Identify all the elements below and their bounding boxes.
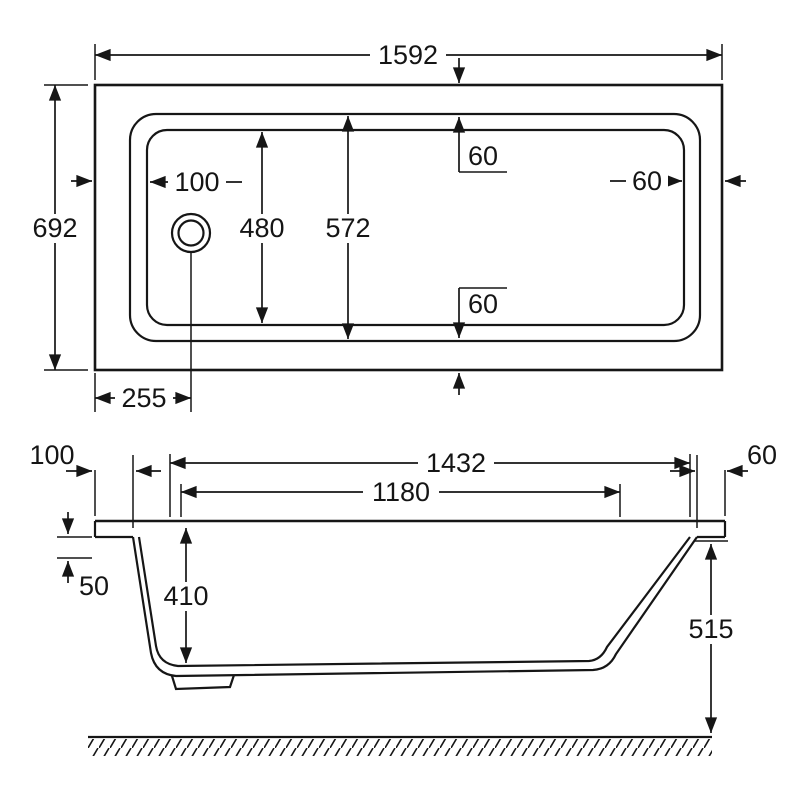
label-background (115, 384, 173, 412)
dim-drain-offset-inner: 100 (149, 167, 242, 197)
label-background (370, 40, 446, 70)
label-background (158, 582, 214, 611)
dim-gap-right: 60 (610, 166, 746, 196)
dim-drain-offset-left: 255 (94, 373, 192, 413)
dim-label-basin-inner-width: 480 (239, 213, 284, 243)
dim-gap-top: 60 (452, 58, 507, 173)
tub-outer-profile (131, 536, 698, 678)
dim-rim-length: 1432 (169, 448, 691, 517)
dim-label-gap-top: 60 (468, 141, 498, 171)
ground-hatching (88, 739, 712, 756)
dim-gap-bottom: 60 (452, 287, 507, 395)
tub-outer-rim (93, 83, 724, 372)
dim-overhang-right: 60 (670, 440, 777, 528)
dim-label-gap-right: 60 (632, 166, 662, 196)
dim-basin-rim-width: 572 (320, 115, 376, 340)
ground (88, 735, 712, 756)
label-background (234, 214, 290, 243)
dim-label-inner-depth: 410 (163, 581, 208, 611)
dim-label-overhang-left: 100 (29, 440, 74, 470)
drain-inner-circle (177, 219, 205, 247)
dim-label-gap-bottom: 60 (468, 289, 498, 319)
dim-label-drain-offset-left: 255 (121, 383, 166, 413)
dim-label-apron-drop: 50 (79, 571, 109, 601)
dim-label-overall-length: 1592 (378, 40, 438, 70)
tub-inner-profile (137, 536, 691, 668)
label-background (320, 214, 376, 243)
dim-label-drain-offset-inner: 100 (174, 167, 219, 197)
dim-label-basin-rim-width: 572 (325, 213, 370, 243)
dim-label-bottom-length: 1180 (372, 477, 430, 507)
dim-overall-width: 692 (27, 84, 88, 371)
dim-label-rim-length: 1432 (426, 448, 486, 478)
label-background (683, 615, 739, 644)
dim-bottom-length: 1180 (180, 477, 621, 517)
label-background (168, 168, 226, 197)
side-view: 1432 1180 100 60 (29, 440, 777, 756)
label-background (418, 449, 494, 478)
dim-overall-height: 515 (683, 540, 739, 734)
dim-label-overall-width: 692 (32, 213, 77, 243)
dim-label-overhang-right: 60 (747, 440, 777, 470)
tub-inner-rim (128, 112, 702, 343)
top-view: 1592 692 60 60 60 (27, 40, 746, 413)
dim-overall-length: 1592 (94, 40, 723, 80)
label-background (363, 478, 439, 506)
label-background (626, 167, 668, 195)
dim-overhang-left: 100 (29, 440, 161, 528)
drain-boss (170, 674, 236, 691)
tub-basin (145, 128, 686, 327)
dim-apron-drop: 50 (57, 512, 109, 601)
dim-inner-depth: 410 (158, 527, 214, 664)
dim-label-overall-height: 515 (688, 614, 733, 644)
label-background (27, 214, 83, 243)
dim-basin-inner-width: 480 (234, 131, 290, 324)
